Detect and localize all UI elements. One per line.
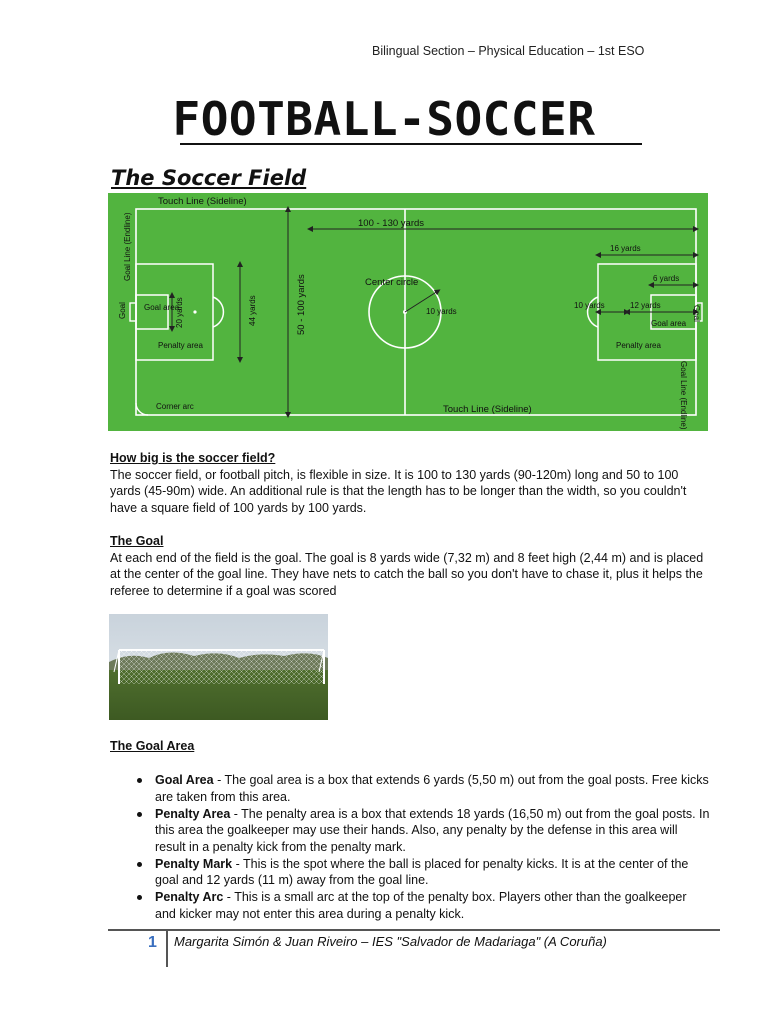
label-corner-arc: Corner arc (156, 402, 194, 411)
heading-field-size: How big is the soccer field? (110, 451, 276, 465)
label-width: 50 - 100 yards (296, 274, 307, 335)
list-item: Penalty Area - The penalty area is a box… (110, 806, 710, 856)
list-item-term: Goal Area (155, 773, 214, 787)
label-touch-line-bottom: Touch Line (Sideline) (443, 404, 532, 415)
label-goal-left: Goal (118, 302, 127, 319)
field-lines: Touch Line (Sideline) Touch Line (Sideli… (118, 196, 703, 430)
label-44-yards: 44 yards (248, 295, 257, 326)
label-goal-right: Goal (692, 305, 701, 322)
bullet-icon (137, 861, 142, 867)
label-16-yards: 16 yards (610, 244, 641, 253)
label-goal-line-left: Goal Line (Endline) (123, 212, 132, 281)
heading-goal-area: The Goal Area (110, 739, 195, 753)
paragraph-field-size: The soccer field, or football pitch, is … (110, 467, 687, 515)
list-item-text: - The goal area is a box that extends 6 … (155, 773, 709, 804)
field-size-section: How big is the soccer field? The soccer … (110, 450, 710, 516)
label-10-yards: 10 yards (574, 301, 605, 310)
bullet-icon (137, 895, 142, 900)
footer-authors: Margarita Simón & Juan Riveiro – IES "Sa… (174, 934, 607, 949)
list-item-text: - This is a small arc at the top of the … (155, 890, 687, 921)
label-penalty-area-right: Penalty area (616, 341, 661, 350)
list-item: Penalty Arc - This is a small arc at the… (110, 889, 710, 922)
label-center-circle: Center circle (365, 277, 418, 288)
title-underline (180, 143, 642, 145)
list-item-text: - This is the spot where the ball is pla… (155, 856, 689, 888)
goal-area-heading-block: The Goal Area (110, 738, 710, 755)
footer-vertical-divider (166, 929, 168, 967)
goal-photo (109, 614, 328, 720)
page-title: FOOTBALL-SOCCER (172, 92, 596, 146)
list-item: Penalty Mark - This is the spot where th… (110, 856, 710, 889)
label-12-yards: 12 yards (630, 301, 661, 310)
label-goal-area-right: Goal area (651, 319, 687, 328)
label-goal-line-right: Goal Line (Endline) (679, 361, 688, 430)
list-item-term: Penalty Mark (155, 856, 233, 871)
label-touch-line-top: Touch Line (Sideline) (158, 196, 247, 207)
list-item-term: Penalty Area (155, 806, 231, 821)
label-length: 100 - 130 yards (358, 218, 424, 229)
label-20-yards: 20 yards (175, 297, 184, 328)
heading-goal: The Goal (110, 534, 164, 548)
header-note: Bilingual Section – Physical Education –… (372, 44, 645, 58)
list-item: Goal Area - The goal area is a box that … (110, 772, 710, 805)
bullet-icon (137, 811, 142, 817)
label-center-radius: 10 yards (426, 307, 457, 316)
label-6-yards: 6 yards (653, 274, 679, 283)
list-item-text: - The penalty area is a box that extends… (155, 806, 710, 854)
list-item-term: Penalty Arc (155, 890, 224, 904)
label-goal-area-left: Goal area (144, 303, 180, 312)
page-number: 1 (148, 934, 157, 951)
label-penalty-area-left: Penalty area (158, 341, 203, 350)
section-title-soccer-field: The Soccer Field (111, 166, 307, 190)
footer-divider (108, 929, 720, 931)
goal-section: The Goal At each end of the field is the… (110, 533, 710, 599)
paragraph-goal: At each end of the field is the goal. Th… (110, 550, 704, 598)
goal-area-list: Goal Area - The goal area is a box that … (110, 772, 710, 923)
soccer-field-diagram: Touch Line (Sideline) Touch Line (Sideli… (108, 193, 708, 431)
bullet-icon (137, 778, 142, 783)
